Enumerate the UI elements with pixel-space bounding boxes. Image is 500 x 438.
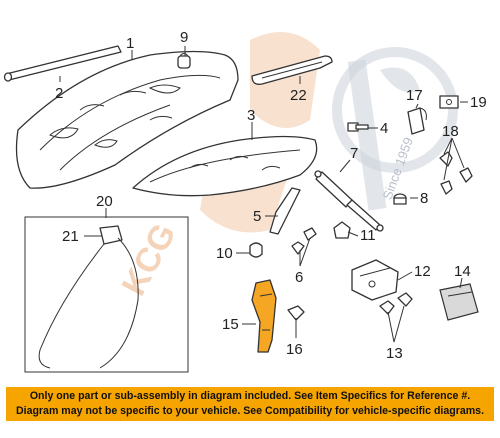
part-weatherstrip bbox=[251, 55, 333, 85]
callout-9: 9 bbox=[180, 29, 188, 46]
part-retainer-11 bbox=[333, 221, 351, 239]
part-clips-6 bbox=[291, 227, 317, 255]
disclaimer-line-1: Only one part or sub-assembly in diagram… bbox=[29, 390, 471, 402]
part-latch-support bbox=[269, 187, 301, 235]
part-hood-latch-bracket bbox=[251, 279, 277, 353]
callout-18: 18 bbox=[442, 123, 459, 140]
part-bracket-19 bbox=[439, 95, 459, 109]
callout-20: 20 bbox=[96, 193, 113, 210]
callout-11: 11 bbox=[360, 227, 376, 244]
callout-labels: 1 2 3 4 5 6 7 8 9 10 11 12 13 14 15 16 1… bbox=[55, 29, 487, 362]
part-bracket-14 bbox=[439, 283, 479, 321]
part-release-cable bbox=[38, 237, 139, 369]
part-hood-insulator bbox=[132, 135, 318, 197]
disclaimer-line-2: Diagram may not be specific to your vehi… bbox=[15, 405, 485, 417]
callout-13: 13 bbox=[386, 345, 403, 362]
part-hood bbox=[15, 50, 239, 189]
part-hinge-clip bbox=[407, 107, 427, 135]
callout-10: 10 bbox=[216, 245, 233, 262]
callout-4: 4 bbox=[380, 120, 388, 137]
watermark-kcg-logo: KCG bbox=[115, 217, 184, 302]
disclaimer-banner: Only one part or sub-assembly in diagram… bbox=[6, 387, 494, 421]
callout-3: 3 bbox=[247, 107, 255, 124]
part-fasteners-13 bbox=[379, 292, 413, 315]
callout-16: 16 bbox=[286, 341, 303, 358]
callout-17: 17 bbox=[406, 87, 423, 104]
callout-21: 21 bbox=[62, 228, 79, 245]
callout-15: 15 bbox=[222, 316, 239, 333]
callout-8: 8 bbox=[420, 190, 428, 207]
part-bumper-10 bbox=[249, 242, 263, 258]
part-prop-rod bbox=[3, 45, 122, 82]
callout-19: 19 bbox=[470, 94, 487, 111]
callout-6: 6 bbox=[295, 269, 303, 286]
part-hood-latch bbox=[351, 259, 399, 301]
part-bolt-4 bbox=[347, 122, 369, 132]
callout-1: 1 bbox=[126, 35, 134, 52]
callout-7: 7 bbox=[350, 145, 358, 162]
part-lift-support bbox=[314, 170, 384, 232]
callout-5: 5 bbox=[253, 208, 261, 225]
leader-lines bbox=[59, 46, 468, 343]
part-hood-bumper bbox=[177, 53, 191, 69]
callout-22: 22 bbox=[290, 87, 307, 104]
part-bolt-16 bbox=[287, 305, 305, 321]
part-release-handle bbox=[99, 225, 123, 245]
part-grommet-8 bbox=[393, 193, 407, 205]
part-push-pins-18 bbox=[439, 151, 473, 195]
watermark-logo-text: KCG bbox=[115, 217, 184, 302]
callout-2: 2 bbox=[55, 85, 63, 102]
callout-14: 14 bbox=[454, 263, 471, 280]
callout-12: 12 bbox=[414, 263, 431, 280]
